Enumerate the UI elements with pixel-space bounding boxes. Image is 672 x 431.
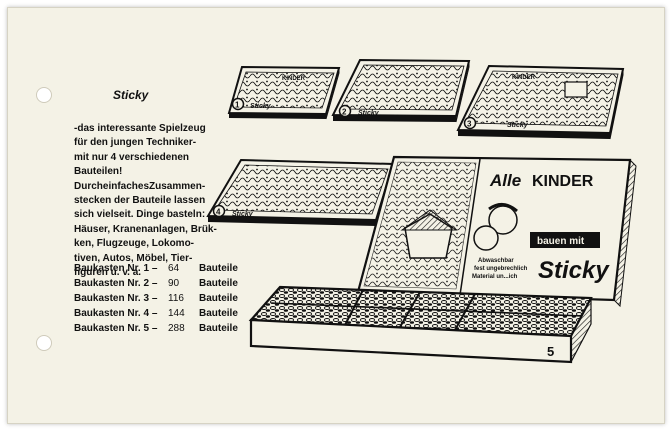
description-line: mit nur 4 verschiedenen — [74, 151, 190, 163]
kit-name: Baukasten Nr. 2 – — [74, 278, 158, 289]
punch-hole-top — [36, 87, 52, 103]
part-unit: Bauteile — [199, 323, 238, 334]
kit-box-4: 4 Sticky — [206, 158, 395, 227]
description-line: Häuser, Kranenanlagen, Brük- — [74, 223, 217, 235]
box-number-label: 2 — [342, 108, 347, 117]
lid-brand: Sticky — [538, 257, 610, 284]
kit-name: Baukasten Nr. 4 – — [74, 308, 158, 319]
box-number-label: 3 — [467, 120, 472, 129]
parts-row: Baukasten Nr. 2 – 90 Bauteile — [74, 278, 249, 293]
description-line: Bauteilen! — [74, 166, 123, 178]
description-line: ken, Flugzeuge, Lokomo- — [74, 238, 195, 250]
description-line: DurcheinfachesZusammen- — [74, 180, 206, 192]
box-number-label: 1 — [235, 101, 240, 110]
description-line: figuren u. v. a. — [74, 267, 142, 279]
part-count: 90 — [168, 278, 180, 289]
part-count: 64 — [168, 263, 180, 274]
part-unit: Bauteile — [199, 308, 238, 319]
part-count: 144 — [168, 308, 185, 319]
lid-caption: Abwaschbar — [478, 258, 514, 264]
kit-box-2: 2 Sticky — [331, 58, 471, 123]
description-line: für den jungen Techniker- — [74, 137, 197, 149]
box-brand-label: Sticky — [358, 110, 380, 117]
product-description: -das interessante Spielzeug für den jung… — [74, 122, 242, 280]
lid-headline-1: Alle — [489, 171, 521, 190]
box-header-label: KINDER — [512, 75, 536, 81]
kit-name: Baukasten Nr. 5 – — [74, 323, 158, 334]
description-line: tiven, Autos, Möbel, Tier- — [74, 252, 193, 264]
kit-name: Baukasten Nr. 1 – — [74, 263, 158, 274]
kit-box-1: 1 Sticky KINDER — [227, 65, 341, 120]
box-header-label: KINDER — [282, 76, 306, 82]
box-brand-label: Sticky — [507, 122, 529, 129]
parts-row: Baukasten Nr. 3 – 116 Bauteile — [74, 293, 249, 308]
parts-row: Baukasten Nr. 5 – 288 Bauteile — [74, 323, 249, 338]
lid-caption: fest ungebrechlich — [474, 266, 528, 272]
description-line: -das interessante Spielzeug — [74, 123, 206, 134]
description-line: sich vielseit. Dinge basteln: — [74, 209, 206, 221]
part-unit: Bauteile — [199, 278, 238, 289]
box-number-label: 5 — [547, 344, 554, 359]
kit-name: Baukasten Nr. 3 – — [74, 293, 158, 304]
punch-hole-bottom — [36, 335, 52, 351]
kit-box-3: 3 Sticky KINDER — [456, 64, 625, 140]
box-number-label: 4 — [216, 208, 221, 217]
parts-table: Baukasten Nr. 1 – 64 Bauteile Baukasten … — [74, 263, 249, 338]
lid-headline-2: KINDER — [532, 173, 594, 190]
part-unit: Bauteile — [199, 263, 238, 274]
part-unit: Bauteile — [199, 293, 238, 304]
box-brand-label: Sticky — [232, 211, 254, 218]
product-title: Sticky — [113, 88, 149, 102]
lid-caption: Material un...ich — [472, 274, 518, 280]
part-count: 116 — [168, 293, 184, 304]
box-brand-label: Sticky — [250, 103, 272, 110]
kit-box-5: Alle KINDER bauen mit Sticky Abwaschbar … — [248, 155, 637, 364]
parts-row: Baukasten Nr. 1 – 64 Bauteile — [74, 263, 249, 278]
lid-banner: bauen mit — [537, 236, 585, 247]
parts-row: Baukasten Nr. 4 – 144 Bauteile — [74, 308, 249, 323]
part-count: 288 — [168, 323, 185, 334]
description-line: stecken der Bauteile lassen — [74, 195, 206, 207]
